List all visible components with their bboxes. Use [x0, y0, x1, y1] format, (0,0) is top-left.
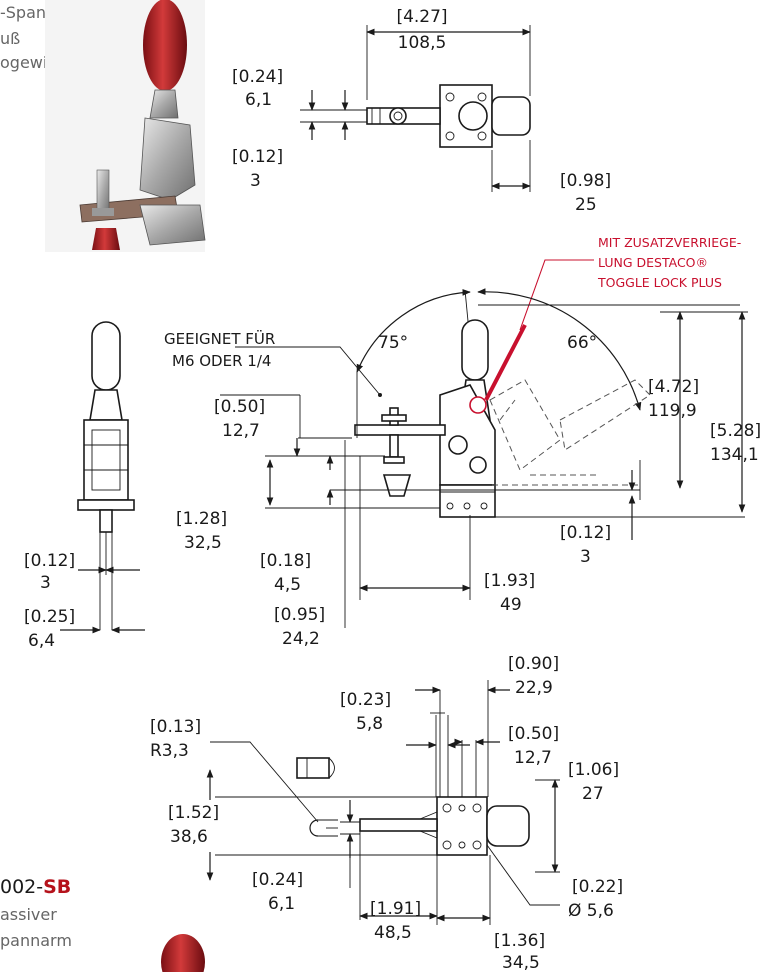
- dim-top-handle-mm: 25: [575, 195, 597, 215]
- callout-lock-plus-leader: [519, 259, 594, 331]
- callout-thread-line2: M6 ODER 1/4: [172, 352, 271, 370]
- dim-slot-w-mm: 6,1: [268, 894, 295, 914]
- dim-spindle-off-mm: 4,5: [274, 575, 301, 595]
- bottom-text-line1: assiver: [0, 905, 57, 924]
- dim-height-total-inch: [5.28]: [710, 421, 761, 441]
- dim-base-w-mm: 22,9: [515, 678, 553, 698]
- dim-base-total-inch: [1.36]: [494, 931, 545, 951]
- dim-base-w-inch: [0.90]: [508, 654, 559, 674]
- bottom-text-line2: pannarm: [0, 931, 72, 950]
- dim-hole-sp2-mm: 12,7: [514, 748, 552, 768]
- dim-spindle-h-inch: [1.28]: [176, 509, 227, 529]
- dim-top-width-inch: [4.27]: [396, 7, 447, 27]
- dim-end-w-mm: 6,4: [28, 631, 55, 651]
- dim-base-d-mm: 27: [582, 784, 604, 804]
- dim-base-t-mm: 3: [580, 547, 591, 567]
- dim-end-w-inch: [0.25]: [24, 607, 75, 627]
- dim-reach-inch: [1.93]: [484, 571, 535, 591]
- end-view: [60, 321, 145, 634]
- callout-lock-plus-line1: MIT ZUSATZVERRIEGE-: [598, 235, 741, 250]
- angle-right: 66°: [567, 333, 597, 353]
- dim-radius-mm: R3,3: [150, 741, 189, 761]
- dim-arm-height-inch: [0.50]: [214, 397, 265, 417]
- dim-end-t-mm: 3: [40, 573, 51, 593]
- product-photo-clamp: [45, 0, 206, 252]
- dim-top-arm-t-inch: [0.12]: [232, 147, 283, 167]
- dim-height-arm-inch: [4.72]: [648, 377, 699, 397]
- dim-slot-w-inch: [0.24]: [252, 870, 303, 890]
- dim-end-t-inch: [0.12]: [24, 551, 75, 571]
- dim-height-total-mm: 134,1: [710, 445, 759, 465]
- dim-base-total-mm: 34,5: [502, 953, 540, 972]
- side-text-line2: uß: [0, 29, 20, 48]
- product-photo-bottom: [161, 934, 205, 972]
- dim-spindle-len-mm: 24,2: [282, 629, 320, 649]
- dim-base-d-inch: [1.06]: [568, 760, 619, 780]
- top-view: [300, 25, 531, 192]
- dim-spindle-h-mm: 32,5: [184, 533, 222, 553]
- dim-hole-d-inch: [0.22]: [572, 877, 623, 897]
- dim-slot-len-inch: [1.52]: [168, 803, 219, 823]
- dim-hole-sp2-inch: [0.50]: [508, 724, 559, 744]
- dim-radius-inch: [0.13]: [150, 717, 201, 737]
- dim-slot-reach-mm: 48,5: [374, 923, 412, 943]
- dim-arm-height-mm: 12,7: [222, 421, 260, 441]
- dim-hole-sp-inch: [0.23]: [340, 690, 391, 710]
- part-number-suffix: SB: [43, 876, 71, 898]
- callout-lock-plus-line3: TOGGLE LOCK PLUS: [597, 275, 722, 290]
- plan-view: [206, 680, 560, 925]
- callout-lock-plus-line2: LUNG DESTACO®: [598, 255, 708, 270]
- dim-spindle-len-inch: [0.95]: [274, 605, 325, 625]
- dim-top-arm-h-mm: 6,1: [245, 90, 272, 110]
- dim-base-t-inch: [0.12]: [560, 523, 611, 543]
- dim-top-arm-h-inch: [0.24]: [232, 67, 283, 87]
- dim-reach-mm: 49: [500, 595, 522, 615]
- dim-top-arm-t-mm: 3: [250, 171, 261, 191]
- dim-hole-sp-mm: 5,8: [356, 714, 383, 734]
- part-number-prefix: 002-: [0, 876, 43, 898]
- dim-hole-d-mm: Ø 5,6: [568, 901, 614, 921]
- dim-top-width-mm: 108,5: [398, 33, 447, 53]
- dim-spindle-off-inch: [0.18]: [260, 551, 311, 571]
- dim-height-arm-mm: 119,9: [648, 401, 697, 421]
- callout-thread-line1: GEEIGNET FÜR: [164, 329, 275, 348]
- dim-slot-len-mm: 38,6: [170, 827, 208, 847]
- part-number: 002-SB: [0, 876, 71, 898]
- angle-left: 75°: [378, 333, 408, 353]
- dim-top-handle-inch: [0.98]: [560, 171, 611, 191]
- dim-slot-reach-inch: [1.91]: [370, 899, 421, 919]
- side-view: [220, 288, 748, 628]
